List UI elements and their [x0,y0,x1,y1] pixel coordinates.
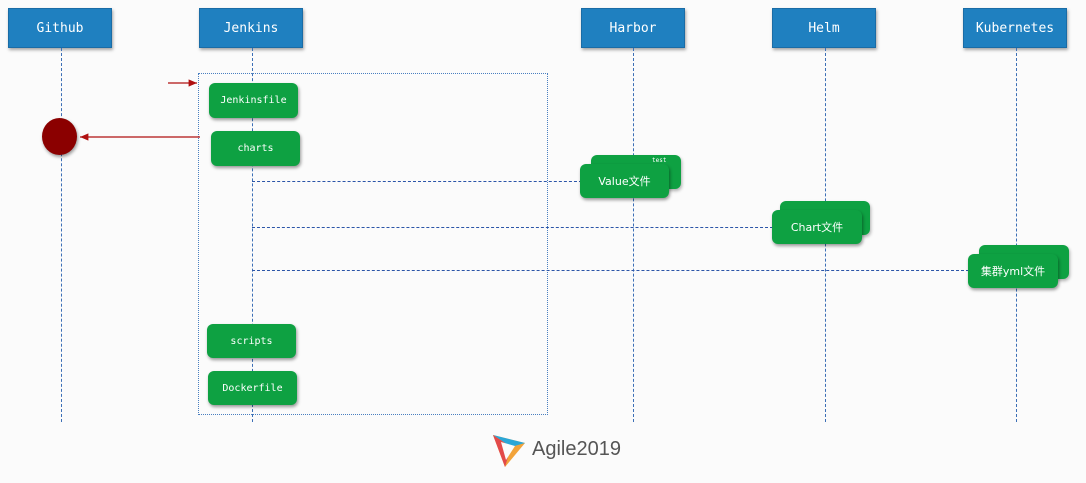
message-line-helm [252,227,773,228]
lifeline-github [61,48,62,422]
participant-github: Github [8,8,112,48]
participant-helm: Helm [772,8,876,48]
kubernetes-yml-box: 集群yml文件 [968,254,1058,288]
lifeline-harbor [633,48,634,422]
lifeline-jenkins [252,48,253,422]
github-node [42,118,77,155]
participant-jenkins: Jenkins [199,8,303,48]
helm-chart-box: Chart文件 [772,210,862,244]
harbor-tag-test: test [652,157,667,164]
jenkinsfile-box: Jenkinsfile [209,83,298,118]
message-line-harbor [252,181,582,182]
footer-logo-text: Agile2019 [532,438,621,460]
lifeline-kubernetes [1016,48,1017,422]
message-line-kubernetes [252,270,969,271]
participant-kubernetes: Kubernetes [963,8,1067,48]
scripts-box: scripts [207,324,296,358]
participant-harbor: Harbor [581,8,685,48]
harbor-value-box: Value文件 [580,164,669,198]
charts-box: charts [211,131,300,166]
dockerfile-box: Dockerfile [208,371,297,405]
agile-logo-icon [493,435,525,467]
jenkins-frame [198,73,548,415]
